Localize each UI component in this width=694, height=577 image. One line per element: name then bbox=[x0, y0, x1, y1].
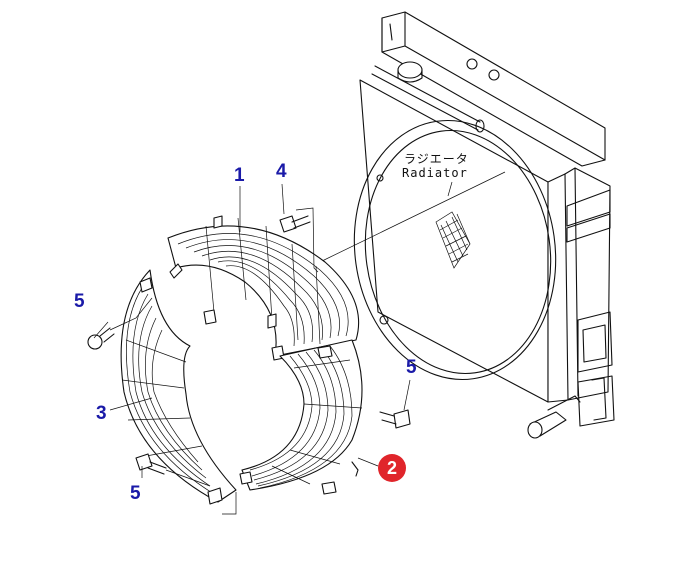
callout-part-5-left-top: 5 bbox=[74, 291, 85, 312]
callout-part-4: 4 bbox=[276, 161, 287, 182]
bolt-5-left-top bbox=[87, 297, 153, 350]
radiator-label-japanese: ラジエータ bbox=[404, 152, 469, 166]
bolt-5-right bbox=[379, 409, 411, 429]
bolt-5-left-bottom bbox=[135, 453, 211, 487]
callout-part-5-left-bottom: 5 bbox=[130, 483, 141, 504]
shroud-left-part-3 bbox=[120, 263, 237, 505]
callout-part-3: 3 bbox=[96, 403, 107, 424]
callout-part-1: 1 bbox=[234, 165, 245, 186]
bolt-4 bbox=[279, 207, 319, 273]
callout-part-5-right: 5 bbox=[406, 357, 417, 378]
leader-lines bbox=[93, 183, 411, 515]
shroud-upper-part-1 bbox=[167, 215, 360, 361]
radiator-label-english: Radiator bbox=[402, 166, 468, 180]
callout-part-2-highlight: 2 bbox=[378, 454, 406, 482]
shroud-lower-part-2 bbox=[239, 339, 363, 495]
radiator-assembly bbox=[319, 11, 615, 439]
